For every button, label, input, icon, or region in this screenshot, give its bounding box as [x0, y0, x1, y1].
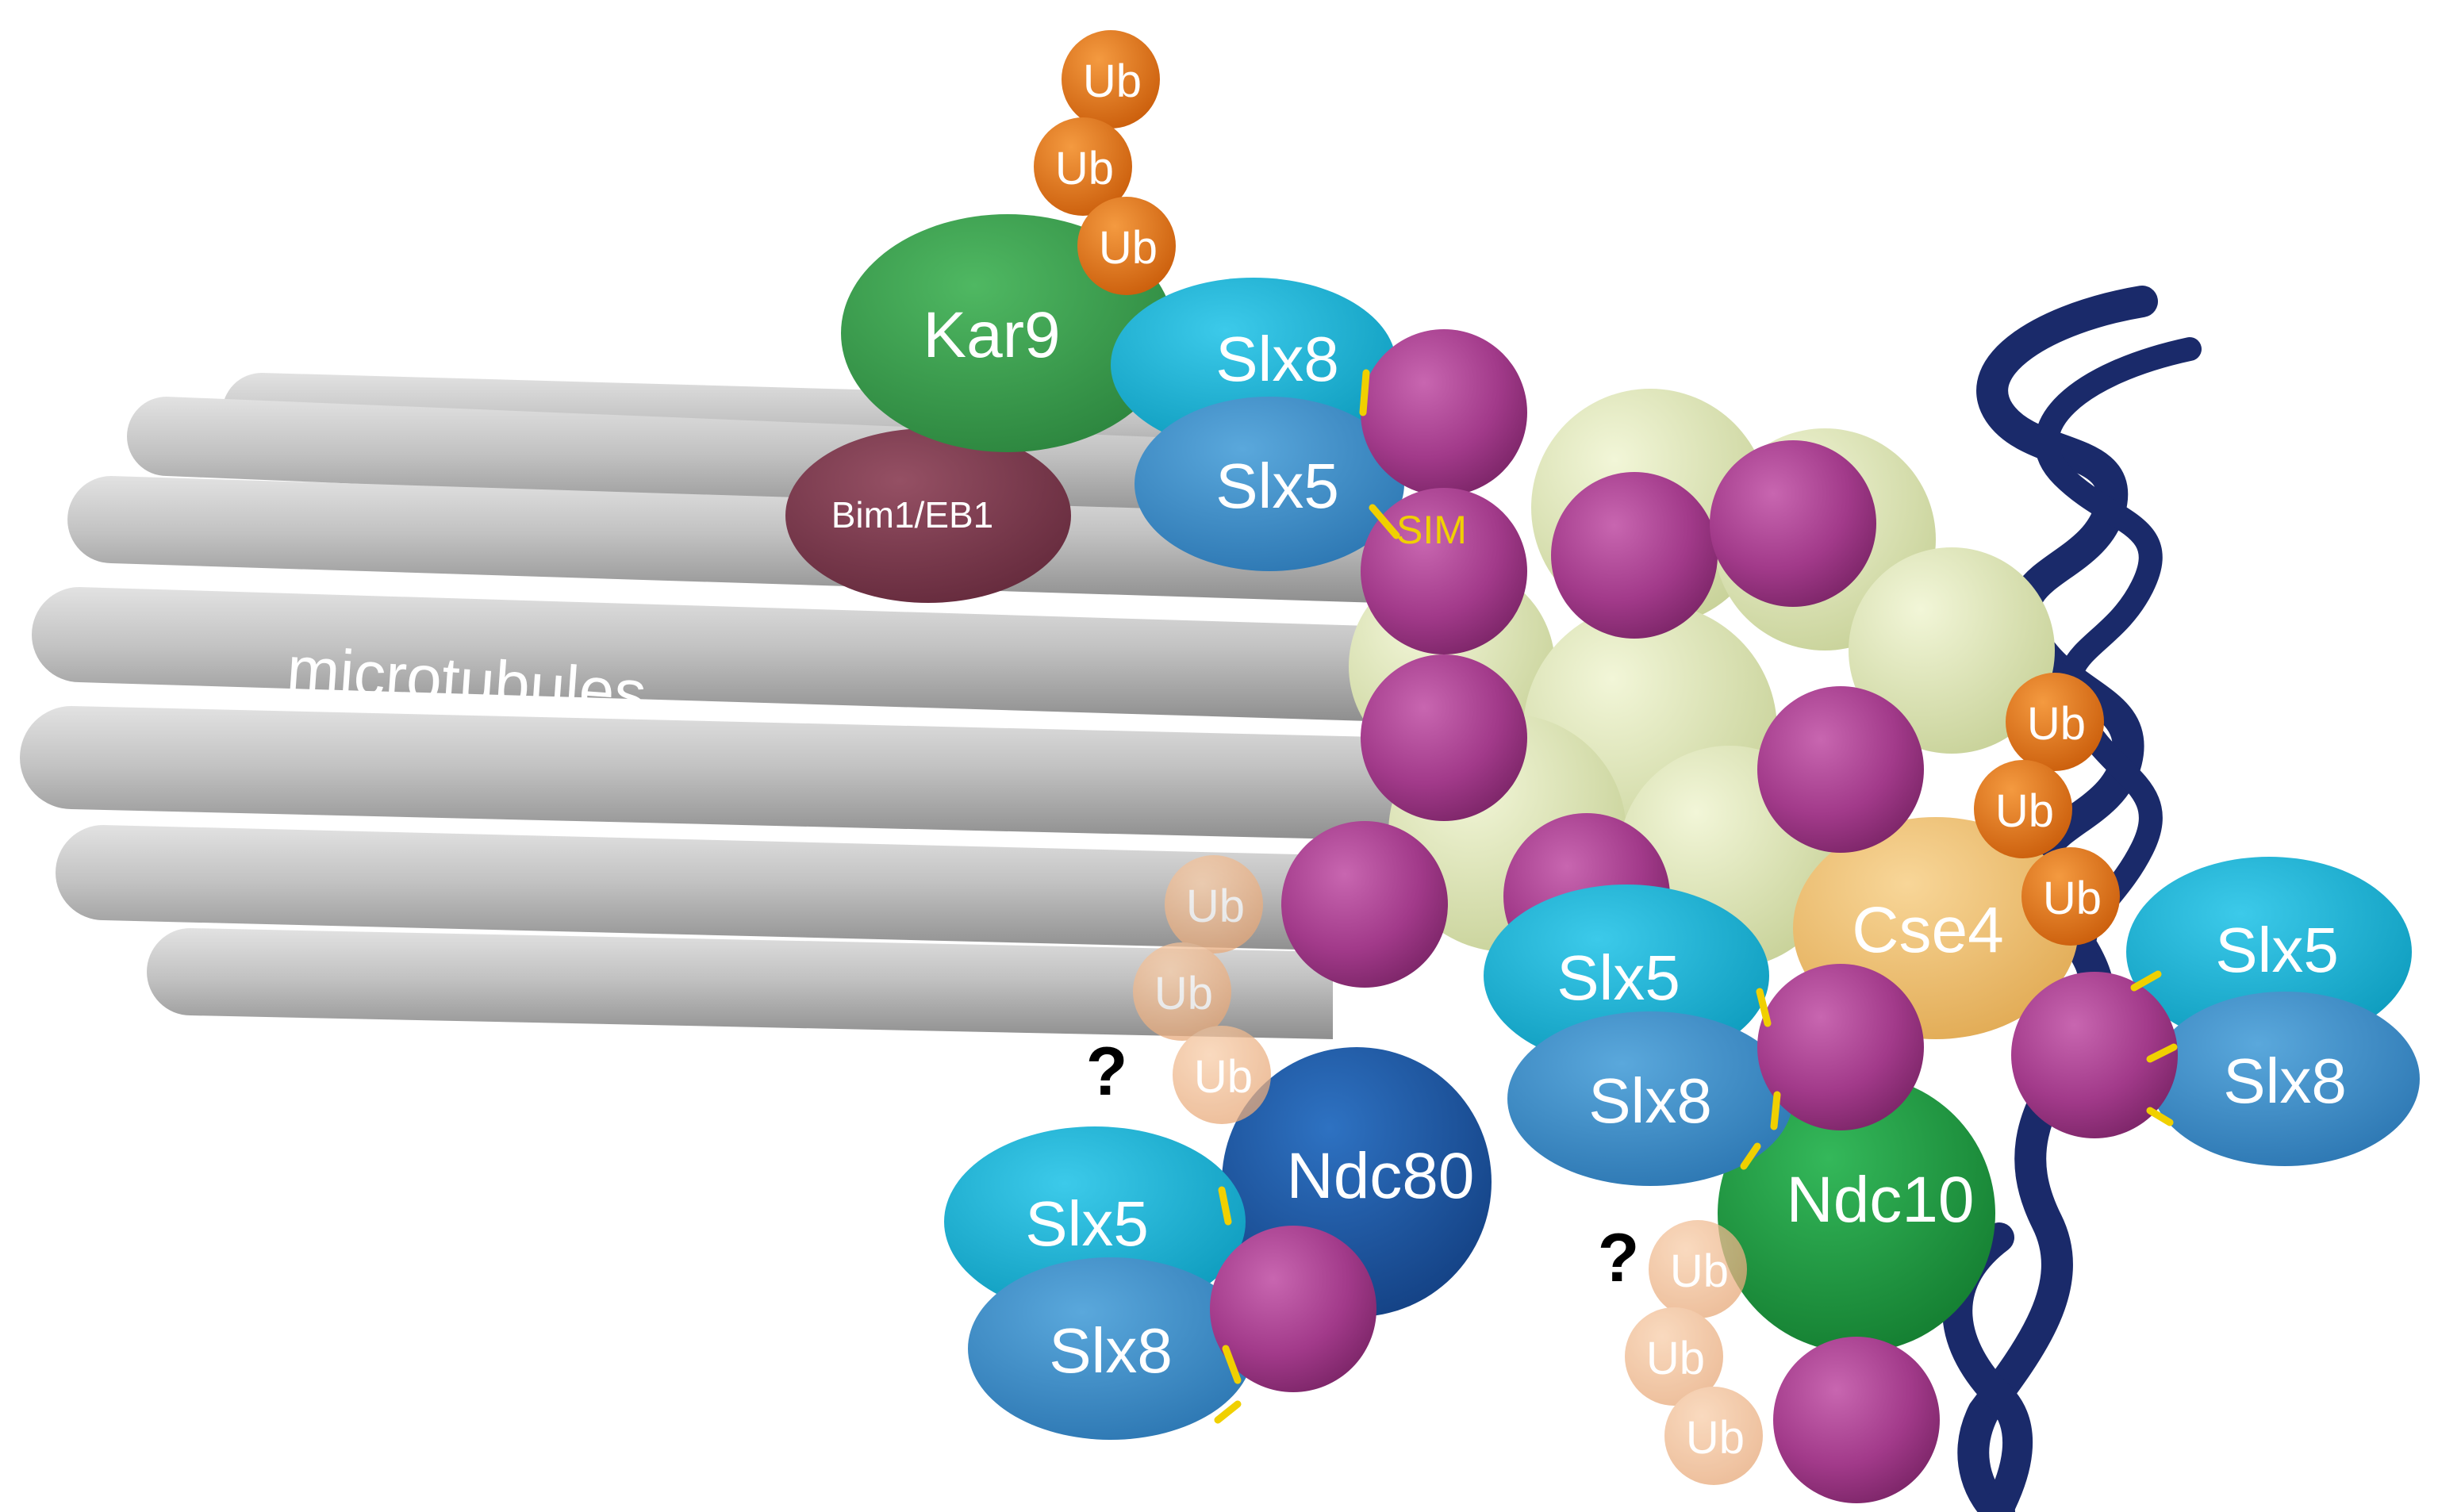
slx8-right-label: Slx8: [2223, 1046, 2347, 1116]
sim-contacts: [1214, 369, 2178, 1424]
ubiquitin: [1974, 760, 2072, 858]
ubiquitin: [1062, 30, 1160, 129]
question-mark-ndc10: ?: [1598, 1220, 1640, 1296]
ubiquitin: [1133, 942, 1231, 1041]
ubiquitin-label: Ub: [2027, 698, 2086, 750]
ubiquitin: [2021, 847, 2120, 946]
sumo: [2011, 972, 2178, 1138]
cse4-label: Cse4: [1852, 894, 2003, 966]
ubiquitin-label: Ub: [1995, 785, 2054, 837]
slx5-bottom-left-label: Slx5: [1025, 1188, 1149, 1259]
ubiquitin-label: Ub: [1646, 1333, 1705, 1384]
sumo: [1710, 440, 1876, 607]
slx5-top: [1135, 397, 1404, 571]
ubiquitin-chain-kar9: Ub Ub Ub: [1034, 30, 1176, 295]
ubiquitin-label: Ub: [1055, 143, 1114, 194]
ubiquitin: [1165, 855, 1263, 954]
ubiquitin: [1173, 1026, 1271, 1124]
slx5-middle-label: Slx5: [1557, 942, 1680, 1013]
ubiquitin: [2006, 673, 2104, 771]
ubiquitin-label: Ub: [1186, 881, 1245, 932]
ubiquitin: [1649, 1220, 1747, 1318]
ubiquitin-chain-ndc80: Ub Ub Ub: [1133, 855, 1271, 1124]
bim1-eb1-label: Bim1/EB1: [831, 494, 994, 535]
sumo: [1551, 472, 1718, 639]
sumo: [1757, 686, 1924, 853]
sumo-chain: [1281, 329, 1924, 988]
ubiquitin-label: Ub: [2043, 873, 2102, 924]
sumo: [1281, 821, 1448, 988]
slx8-middle: [1507, 1011, 1793, 1186]
slx5-right-label: Slx5: [2215, 915, 2339, 985]
ubiquitin-chain-ndc10: Ub Ub Ub: [1625, 1220, 1763, 1485]
sumo: [1361, 488, 1527, 654]
ubiquitin-label: Ub: [1686, 1412, 1745, 1464]
microtubule: [32, 587, 1396, 722]
ndc10-label: Ndc10: [1786, 1164, 1974, 1236]
ubiquitin-label: Ub: [1670, 1245, 1729, 1297]
sumo: [1773, 1337, 1940, 1503]
sumo: [1361, 654, 1527, 821]
slx8-bottom-left: [968, 1257, 1254, 1440]
slx8-middle-label: Slx8: [1588, 1065, 1712, 1136]
ubiquitin: [1034, 117, 1132, 216]
slx8-right: [2150, 992, 2420, 1166]
slx5-top-label: Slx5: [1215, 451, 1339, 521]
sim-label: SIM: [1396, 508, 1467, 552]
ubiquitin: [1625, 1307, 1723, 1406]
ubiquitin-label: Ub: [1154, 968, 1213, 1019]
histone-sphere: [1849, 547, 2055, 754]
ubiquitin: [1077, 197, 1176, 295]
slx8-top-label: Slx8: [1215, 324, 1339, 394]
ubiquitin-chain-cse4: Ub Ub Ub: [1974, 673, 2120, 946]
ubiquitin-label: Ub: [1083, 56, 1142, 107]
ubiquitin: [1664, 1387, 1763, 1485]
sumo: [1757, 964, 1924, 1130]
ndc10: [1718, 1075, 1995, 1353]
kar9-label: Kar9: [923, 299, 1060, 371]
microtubule: [20, 706, 1412, 841]
sumo-bound: [1210, 964, 2178, 1503]
question-mark-ndc80: ?: [1086, 1034, 1128, 1110]
ubiquitin-label: Ub: [1099, 222, 1158, 274]
sumo: [1210, 1226, 1376, 1392]
microtubule: [147, 928, 1333, 1039]
microtubule: [56, 825, 1396, 952]
bim1-eb1: [785, 428, 1071, 603]
ubiquitin-label: Ub: [1194, 1051, 1253, 1103]
slx8-bottom-left-label: Slx8: [1049, 1315, 1173, 1386]
ndc80-label: Ndc80: [1286, 1140, 1474, 1212]
sumo: [1361, 329, 1527, 496]
